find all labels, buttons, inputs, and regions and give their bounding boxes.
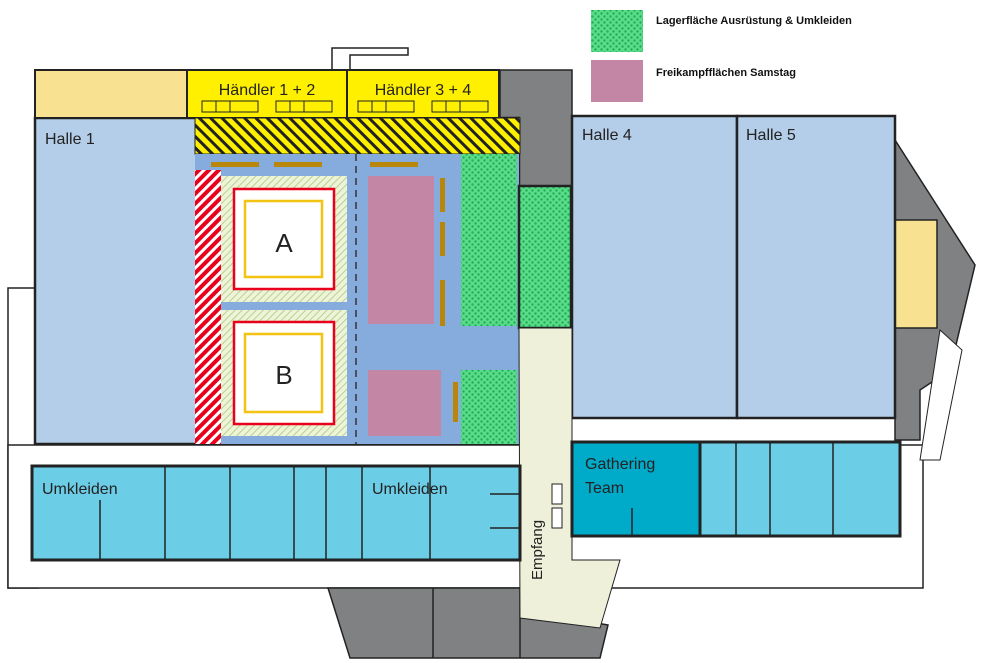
vendor-3-4-label: Händler 3 + 4 — [375, 82, 472, 99]
ring-b-label: B — [275, 360, 292, 390]
vendor-hatched-zone — [194, 117, 521, 155]
halle5-label: Halle 5 — [746, 127, 796, 144]
halle4-area — [570, 114, 739, 420]
storage-zone-2 — [461, 370, 517, 444]
legend-swatch-freikampf — [591, 60, 643, 102]
gathering-team-room — [570, 440, 702, 538]
empfang-label: Empfang — [529, 520, 546, 580]
umkleiden-left-label: Umkleiden — [42, 481, 118, 498]
legend-label-freikampf: Freikampfflächen Samstag — [656, 67, 796, 79]
halle4-label: Halle 4 — [582, 127, 632, 144]
ring-a-label: A — [275, 228, 293, 258]
red-hatched-strip — [195, 170, 221, 444]
entry-stair-top — [331, 47, 409, 71]
storage-zone-3 — [517, 184, 573, 330]
umkleiden-right-label: Umkleiden — [372, 481, 448, 498]
umkleiden-dividers — [99, 466, 520, 560]
east-room-dividers — [631, 442, 834, 536]
legend-swatch-storage — [591, 10, 643, 52]
storage-zone-1 — [461, 154, 517, 326]
halle1-label: Halle 1 — [45, 131, 95, 148]
umkleiden-block — [30, 464, 522, 562]
vendor-door-markers — [201, 100, 489, 113]
freikampf-zone-2 — [368, 370, 441, 436]
east-corridor — [919, 329, 963, 461]
ring-a-yellow — [243, 199, 324, 279]
empfang-corridor — [518, 327, 621, 629]
freikampf-zone-1 — [368, 176, 434, 324]
gathering-team-label-line2: Team — [585, 480, 624, 497]
gathering-team-label-line1: Gathering — [585, 456, 655, 473]
east-yellow-room — [894, 219, 938, 329]
east-changing-rooms — [698, 440, 902, 538]
vendor-1-2-label: Händler 1 + 2 — [219, 82, 316, 99]
halle5-area — [735, 114, 897, 420]
legend-label-storage: Lagerfläche Ausrüstung & Umkleiden — [656, 15, 852, 27]
empfang-door-markers — [551, 483, 563, 529]
ring-b-yellow — [243, 332, 324, 414]
storage-yellow-left — [34, 69, 188, 119]
